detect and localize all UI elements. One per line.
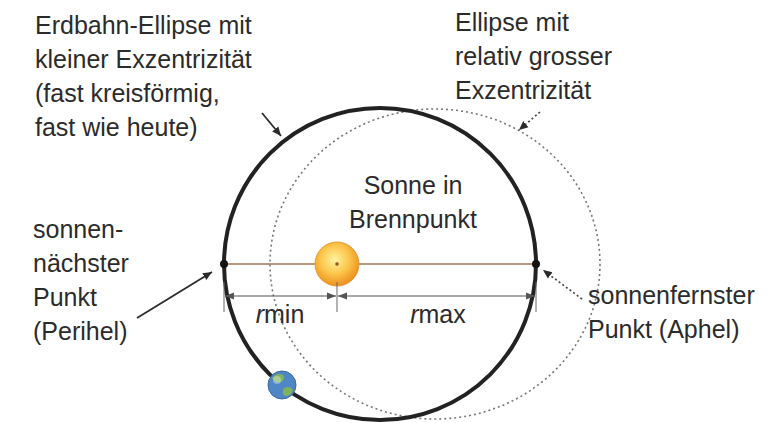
earth-orbit (224, 108, 536, 420)
leader-arrow (519, 112, 540, 130)
axis-line (224, 263, 536, 265)
dimension-tick (224, 282, 225, 312)
sun-label: Sonne in Brennpunkt (338, 168, 488, 236)
perihel-label: sonnen- nächster Punkt (Perihel) (33, 212, 148, 348)
orbit-label: Erdbahn-Ellipse mit kleiner Exzentrizitä… (35, 8, 265, 144)
perihel-dot (220, 260, 228, 268)
sun (315, 242, 359, 286)
focus-dot (335, 262, 339, 266)
earth (268, 371, 296, 399)
leader-arrow (543, 270, 582, 299)
dimension-arrow (338, 295, 535, 296)
leader-arrow (137, 272, 212, 318)
dimension-label: rmin (256, 299, 305, 329)
dimension-tick (536, 282, 537, 312)
dimension-tick (337, 282, 338, 312)
aphel-dot (532, 260, 540, 268)
dimension-arrow (225, 295, 336, 296)
leader-arrow (262, 113, 281, 136)
ellipse-label: Ellipse mit relativ grosser Exzentrizitä… (455, 5, 630, 107)
aphel-label: sonnenfernster Punkt (Aphel) (588, 278, 776, 346)
dimension-label: rmax (410, 299, 466, 329)
